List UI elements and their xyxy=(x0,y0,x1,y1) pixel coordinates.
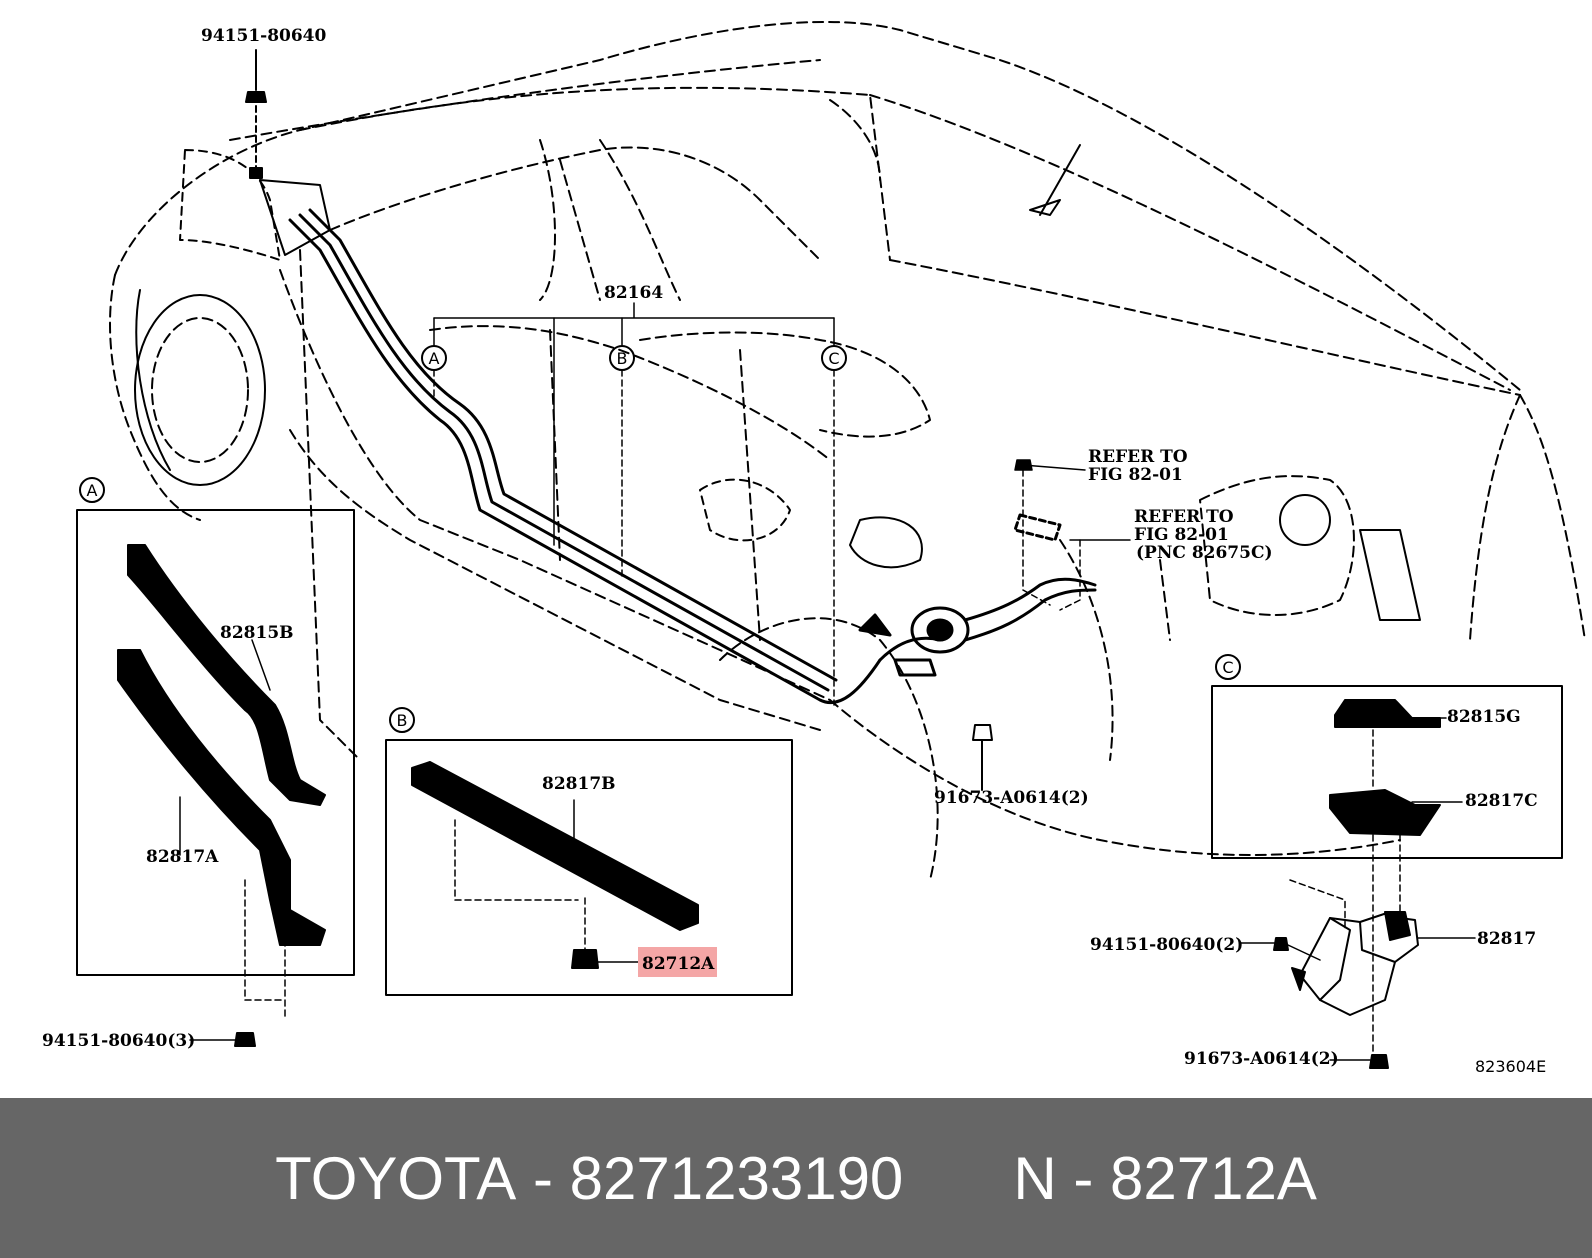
label-82815b: 82815B xyxy=(220,623,294,643)
detail-c-parts xyxy=(1329,699,1463,1056)
car-body-outline xyxy=(109,20,1586,881)
label-82712a: 82712A xyxy=(642,954,715,974)
callout-a: A xyxy=(429,349,440,368)
highlight-82712a xyxy=(638,947,717,977)
footer-pnc: 82712A xyxy=(1109,1144,1317,1212)
label-82815g: 82815G xyxy=(1447,707,1521,727)
detail-b-letter: B xyxy=(397,711,408,730)
part-footer-bar: TOYOTA - 8271233190 N - 82712A xyxy=(0,1098,1592,1258)
detail-circle-a xyxy=(79,477,105,503)
footer-part-number: 8271233190 xyxy=(569,1144,904,1212)
detail-box-a xyxy=(76,509,355,976)
callout-circle-a xyxy=(421,345,447,371)
footer-separator: - xyxy=(532,1144,553,1212)
footer-n-label: N xyxy=(1013,1144,1057,1212)
callout-c: C xyxy=(828,349,839,368)
top-clip-94151-80640 xyxy=(245,49,267,179)
detail-box-c xyxy=(1211,685,1563,859)
label-refer2-line1: REFER TO xyxy=(1134,507,1234,527)
label-top-clip: 94151-80640 xyxy=(201,26,327,46)
detail-circle-b xyxy=(389,707,415,733)
bracket-82817 xyxy=(1239,879,1476,1069)
parts-diagram: A B C A B C 94151-80640 82164 REFER TO F… xyxy=(42,20,1586,1076)
label-harness: 82164 xyxy=(604,283,663,303)
figure-number: 823604E xyxy=(1475,1057,1546,1076)
detail-circle-c xyxy=(1215,654,1241,680)
label-82817c: 82817C xyxy=(1465,791,1538,811)
callout-b: B xyxy=(617,349,628,368)
label-refer2-line2: FIG 82-01 xyxy=(1134,525,1229,545)
footer-brand: TOYOTA xyxy=(275,1144,517,1212)
label-a-clip: 94151-80640(3) xyxy=(42,1031,195,1051)
label-bracket-bolt: 91673-A0614(2) xyxy=(1184,1049,1339,1069)
wire-harness-82164 xyxy=(288,208,1097,705)
label-82817a: 82817A xyxy=(146,847,219,867)
callout-circle-b xyxy=(609,345,635,371)
label-82817b: 82817B xyxy=(542,774,616,794)
harness-leader-lines xyxy=(433,302,835,706)
detail-a-parts xyxy=(117,544,326,1047)
detail-a-letter: A xyxy=(87,481,98,500)
footer-separator-2: - xyxy=(1073,1144,1094,1212)
label-bracket-clip: 94151-80640(2) xyxy=(1090,935,1243,955)
refer-leaders xyxy=(1014,459,1131,611)
label-bolt-mid: 91673-A0614(2) xyxy=(934,788,1089,808)
detail-b-parts xyxy=(411,761,699,969)
callout-circle-c xyxy=(821,345,847,371)
label-82817: 82817 xyxy=(1477,929,1536,949)
label-refer1-line1: REFER TO xyxy=(1088,447,1188,467)
detail-box-b xyxy=(385,739,793,996)
detail-c-letter: C xyxy=(1222,658,1233,677)
label-refer1-line2: FIG 82-01 xyxy=(1088,465,1183,485)
mid-bolt-91673 xyxy=(972,724,993,791)
label-refer2-line3: (PNC 82675C) xyxy=(1136,543,1273,563)
